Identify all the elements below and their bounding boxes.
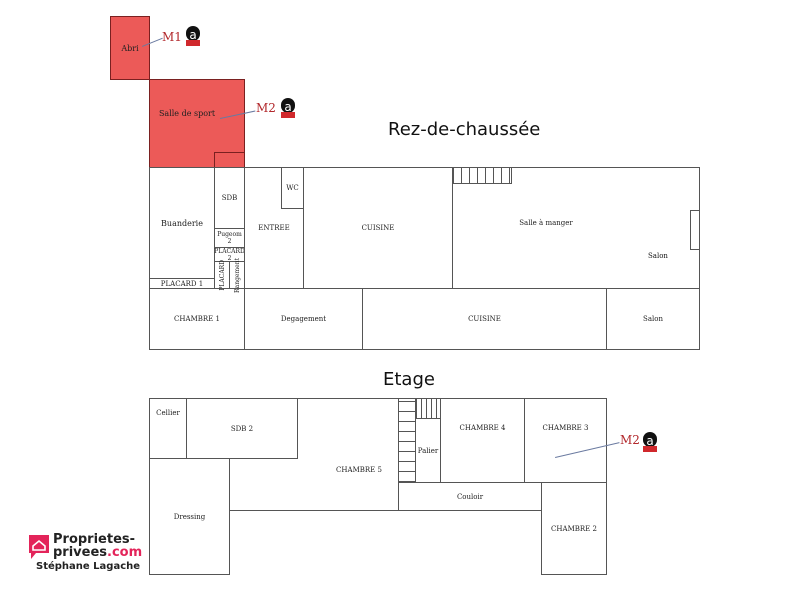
- asbestos-icon: a: [186, 26, 200, 46]
- room-cuisine-bottom: CUISINE: [362, 288, 607, 350]
- room-label: PLACARD: [218, 259, 226, 291]
- room-salon-bottom: Salon: [606, 288, 700, 350]
- logo-line1: Proprietes-: [53, 532, 136, 547]
- room-rangement: Rangement: [229, 258, 245, 293]
- room-label: CHAMBRE 5: [336, 465, 382, 474]
- room-placard-vertical: PLACARD: [214, 259, 230, 291]
- room-sdb: SDB: [214, 167, 245, 229]
- room-couloir: Couloir: [398, 482, 542, 511]
- svg-text:a: a: [646, 434, 653, 448]
- asbestos-icon: a: [643, 432, 657, 452]
- room-chambre-2: CHAMBRE 2: [541, 482, 607, 575]
- marker-m2-sport: M2: [256, 101, 276, 115]
- logo-line2: privees.com: [53, 545, 142, 560]
- svg-text:a: a: [189, 28, 196, 42]
- house-logo-icon: [29, 535, 49, 559]
- room-pugeom: Pugeom 2: [214, 228, 245, 248]
- room-salon-top: Salon: [648, 252, 668, 260]
- room-degagement: Degagement: [244, 288, 363, 350]
- marker-m1: M1: [162, 30, 182, 44]
- svg-text:a: a: [284, 100, 291, 114]
- logo-text: privees: [53, 545, 108, 560]
- room-abri: Abri: [110, 16, 150, 80]
- room-label: Salle à manger: [519, 219, 573, 227]
- logo-domain: .com: [107, 545, 143, 560]
- staircase: [452, 167, 512, 184]
- upper-floor-title: Etage: [383, 369, 435, 390]
- room-chambre-1: CHAMBRE 1: [149, 288, 245, 350]
- room-palier: Palier: [415, 418, 441, 483]
- agent-name: Stéphane Lagache: [36, 561, 141, 572]
- asbestos-icon: a: [281, 98, 295, 118]
- room-sdb-2: SDB 2: [186, 398, 298, 459]
- room-buanderie: Buanderie: [149, 167, 215, 279]
- wall-segment: [214, 152, 245, 168]
- room-salle-a-manger: Salle à manger: [452, 167, 700, 289]
- window: [690, 210, 700, 250]
- room-chambre-3: CHAMBRE 3: [524, 398, 607, 483]
- ground-floor-title: Rez-de-chaussée: [388, 119, 541, 140]
- room-cuisine-top: CUISINE: [303, 167, 453, 289]
- room-wc: WC: [281, 167, 304, 209]
- room-label: Salle de sport: [158, 109, 216, 118]
- marker-m2-chambre3: M2: [620, 433, 640, 447]
- room-salle-de-sport: Salle de sport: [149, 79, 245, 168]
- room-cellier: Cellier: [149, 398, 187, 459]
- room-dressing: Dressing: [149, 458, 230, 575]
- staircase-landing: [415, 398, 441, 419]
- room-chambre-4: CHAMBRE 4: [440, 398, 525, 483]
- staircase-upper: [398, 398, 416, 483]
